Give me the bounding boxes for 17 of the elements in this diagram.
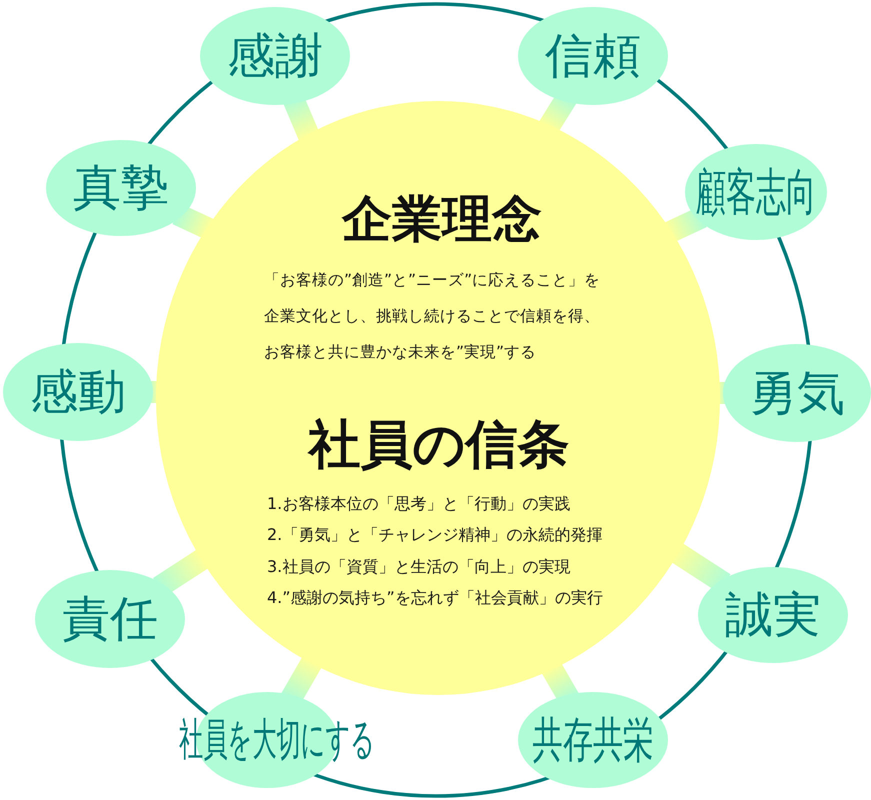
creed-item: 1.お客様本位の「思考」と「行動」の実践 [267, 493, 570, 515]
keyword-label: 共存共栄 [532, 716, 654, 764]
section-heading: 社員の信条 [308, 419, 570, 471]
creed-item: 4.”感謝の気持ち”を忘れず「社会貢献」の実行 [267, 587, 603, 609]
creed-item: 3.社員の「資質」と生活の「向上」の実現 [267, 556, 570, 578]
keyword-label: 勇気 [749, 369, 845, 417]
keyword-label: 社員を大切にする [179, 718, 375, 762]
mission-statement: 「お客様の”創造”と”ニーズ”に応えること」を企業文化とし、挑戦し続けることで信頼を得、お客様と共に豊かな未来を”実現”する [264, 270, 602, 363]
section-heading: 企業理念 [342, 194, 542, 244]
creed-item: 2.「勇気」と「チャレンジ精神」の永続的発揮 [267, 524, 602, 546]
keyword-label: 感謝 [227, 32, 323, 80]
keyword-label: 誠実 [725, 591, 821, 639]
keyword-label: 信頼 [545, 32, 641, 80]
keyword-label: 真摯 [73, 164, 169, 212]
keyword-label: 顧客志向 [696, 167, 816, 217]
keyword-label: 感動 [30, 368, 126, 416]
keyword-label: 責任 [62, 595, 158, 643]
